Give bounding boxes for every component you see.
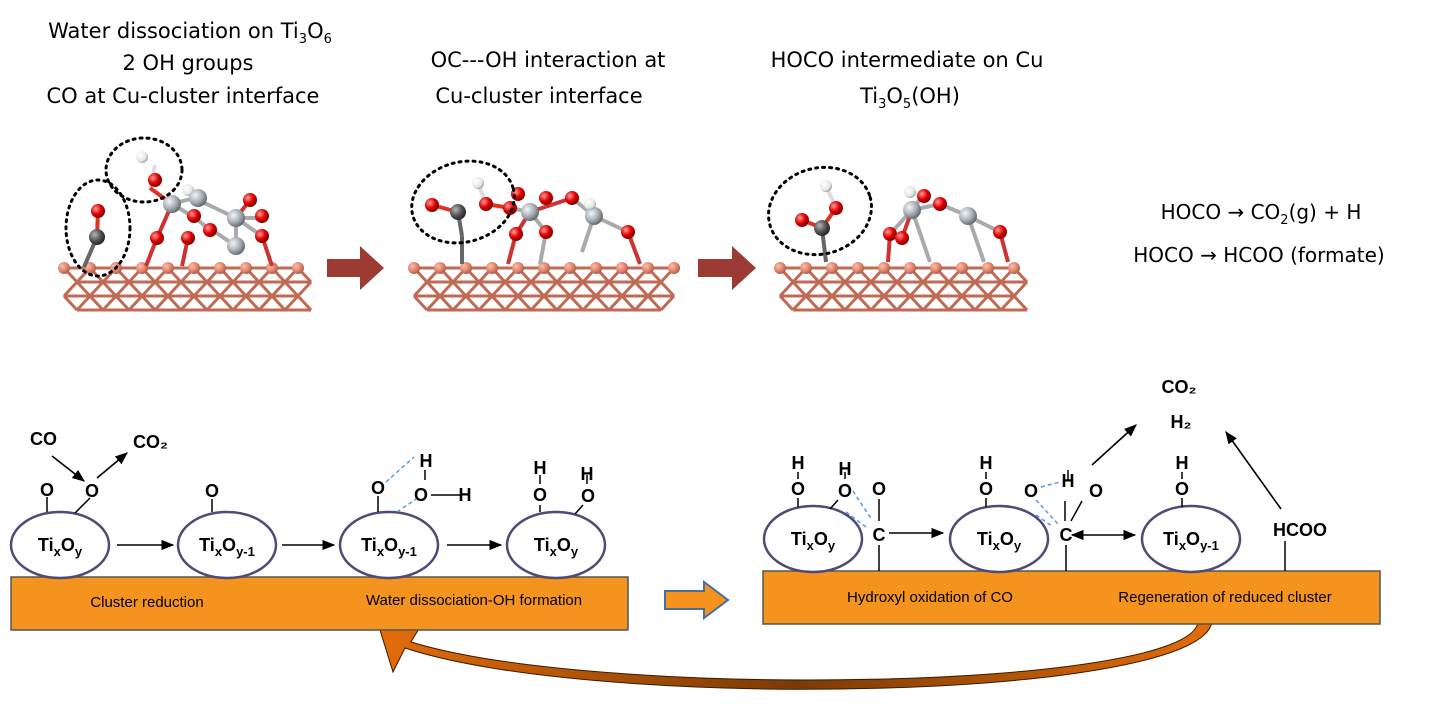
svg-text:O: O [85, 481, 99, 501]
cluster-1 [9, 510, 111, 580]
panel-3-caption: HOCO intermediate on Cu Ti3O5(OH) [771, 48, 1044, 112]
cluster-4 [505, 510, 607, 580]
svg-text:H: H [459, 485, 472, 505]
svg-text:2 OH groups: 2 OH groups [123, 51, 254, 75]
products-co2-label: CO₂ [1162, 377, 1197, 397]
cluster-3 [338, 510, 440, 580]
highlight-oh-ellipse [104, 136, 184, 204]
svg-text:O: O [1024, 481, 1038, 501]
svg-text:O: O [371, 478, 385, 498]
svg-text:HOCO → HCOO (formate): HOCO → HCOO (formate) [1133, 243, 1384, 267]
svg-text:Water dissociation on Ti3O6: Water dissociation on Ti3O6 [48, 19, 332, 47]
svg-text:O: O [791, 479, 805, 499]
panel-1-caption: Water dissociation on Ti3O6 2 OH groups … [47, 19, 332, 108]
products-arrow-a [1091, 424, 1137, 466]
svg-text:O: O [40, 480, 54, 500]
svg-text:Ti3O5(OH): Ti3O5(OH) [859, 84, 960, 112]
svg-text:H: H [420, 451, 433, 471]
cluster-labels: TixOy TixOy-1 TixOy-1 TixOy TixOy TixOy … [38, 529, 1219, 559]
svg-text:H: H [534, 458, 547, 478]
co-in-label: CO [30, 429, 57, 449]
scheme-transition-arrow [664, 580, 730, 620]
svg-text:OC---OH interaction at: OC---OH interaction at [431, 48, 666, 72]
svg-text:O: O [979, 479, 993, 499]
svg-text:H: H [1176, 453, 1189, 473]
cluster-ellipses [9, 504, 1242, 580]
highlight-co-ellipse [64, 178, 132, 278]
svg-text:O: O [533, 485, 547, 505]
svg-text:H: H [792, 453, 805, 473]
svg-text:O: O [581, 486, 595, 506]
svg-text:O: O [205, 481, 219, 501]
support-bar-left [10, 576, 629, 631]
svg-text:H: H [839, 459, 852, 479]
bar-label-water-dissociation: Water dissociation-OH formation [366, 592, 582, 609]
panel-2-caption: OC---OH interaction at Cu-cluster interf… [431, 48, 666, 108]
cluster-5-label: TixOy [791, 529, 836, 553]
scheme-step-arrows [51, 424, 1282, 551]
cluster-1-label: TixOy [38, 535, 83, 559]
cluster-4-label: TixOy [534, 535, 579, 559]
regeneration-cycle-arrow [379, 621, 1213, 690]
hydrogen-bond-dashes [385, 456, 1061, 528]
bar-label-hydroxyl-oxidation: Hydroxyl oxidation of CO [847, 589, 1013, 606]
svg-text:C: C [1060, 525, 1073, 545]
svg-text:C: C [873, 525, 886, 545]
cluster-5 [762, 504, 864, 574]
bar-label-regeneration: Regeneration of reduced cluster [1118, 589, 1331, 606]
highlight-hoco-ellipse [767, 165, 873, 257]
cluster-7 [1140, 504, 1242, 574]
svg-text:O: O [1175, 479, 1189, 499]
svg-text:H: H [581, 464, 594, 484]
co2-out-arrow [96, 452, 128, 479]
svg-text:CO at Cu-cluster interface: CO at Cu-cluster interface [47, 84, 320, 108]
svg-text:HOCO → CO2(g) + H: HOCO → CO2(g) + H [1161, 200, 1362, 228]
support-bar-right [762, 570, 1381, 625]
step-arrow-2 [698, 246, 756, 290]
molecular-model-1 [58, 151, 313, 312]
cluster-6 [948, 504, 1050, 574]
cluster-6-label: TixOy [977, 529, 1022, 553]
svg-text:O: O [414, 485, 428, 505]
hcoo-label: HCOO [1273, 520, 1327, 540]
svg-text:H: H [1062, 471, 1075, 491]
svg-text:O: O [1089, 481, 1103, 501]
svg-text:O: O [872, 479, 886, 499]
co2-out-label: CO₂ [133, 432, 168, 452]
cluster-7-label: TixOy-1 [1163, 529, 1219, 553]
bar-label-cluster-reduction: Cluster reduction [90, 594, 203, 611]
cluster-2 [176, 510, 278, 580]
products-h2-label: H₂ [1171, 412, 1192, 432]
cluster-3-label: TixOy-1 [361, 535, 417, 559]
svg-text:Cu-cluster interface: Cu-cluster interface [435, 84, 642, 108]
svg-text:H: H [980, 453, 993, 473]
co-in-arrow [51, 455, 86, 482]
svg-text:O: O [838, 481, 852, 501]
products-arrow-b [1225, 430, 1282, 510]
scheme-atoms: CO CO₂ O O O O H O H H O H O H O H O O C… [30, 377, 1327, 545]
molecular-model-3 [774, 180, 1029, 312]
svg-text:HOCO intermediate on Cu: HOCO intermediate on Cu [771, 48, 1044, 72]
step-arrow-1 [327, 246, 384, 290]
highlight-oc-oh-ellipse [410, 159, 516, 245]
cluster-2-label: TixOy-1 [199, 535, 255, 559]
scheme-bonds [46, 470, 1286, 571]
reaction-equations: HOCO → CO2(g) + H HOCO → HCOO (formate) [1133, 200, 1384, 267]
